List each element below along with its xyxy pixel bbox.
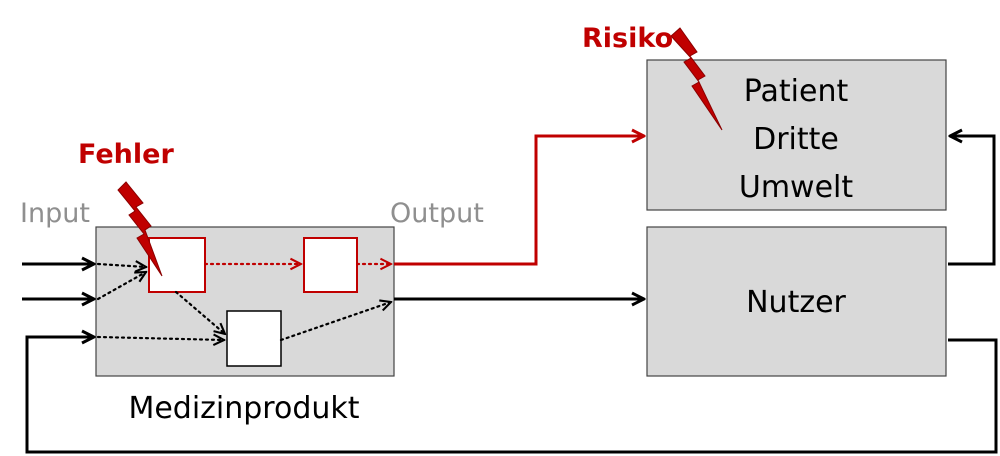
risiko-label: Risiko — [582, 23, 673, 54]
lightning-bolt-icon — [117, 181, 163, 277]
nutzer-label: Nutzer — [746, 285, 846, 320]
fehler-label: Fehler — [78, 139, 174, 170]
output-to-patient-arrow — [394, 136, 644, 266]
feedback-loop-arrow — [25, 337, 998, 454]
internal-dotted-3 — [96, 337, 224, 340]
dritte-label: Dritte — [753, 122, 839, 157]
input-label: Input — [20, 198, 90, 229]
internal-dotted-1 — [96, 264, 146, 267]
lightning-bolt-icon — [670, 27, 723, 131]
output-label: Output — [390, 198, 484, 229]
nutzer-to-patient-arrow — [948, 136, 996, 266]
internal-dotted-4 — [174, 290, 225, 334]
nutzer-box — [646, 226, 947, 377]
umwelt-label: Umwelt — [739, 170, 854, 205]
patient-label: Patient — [744, 74, 849, 109]
internal-dotted-5 — [279, 302, 391, 342]
component-box-lower — [226, 310, 282, 367]
medizinprodukt-label: Medizinprodukt — [128, 391, 359, 426]
component-box-output — [303, 237, 358, 293]
